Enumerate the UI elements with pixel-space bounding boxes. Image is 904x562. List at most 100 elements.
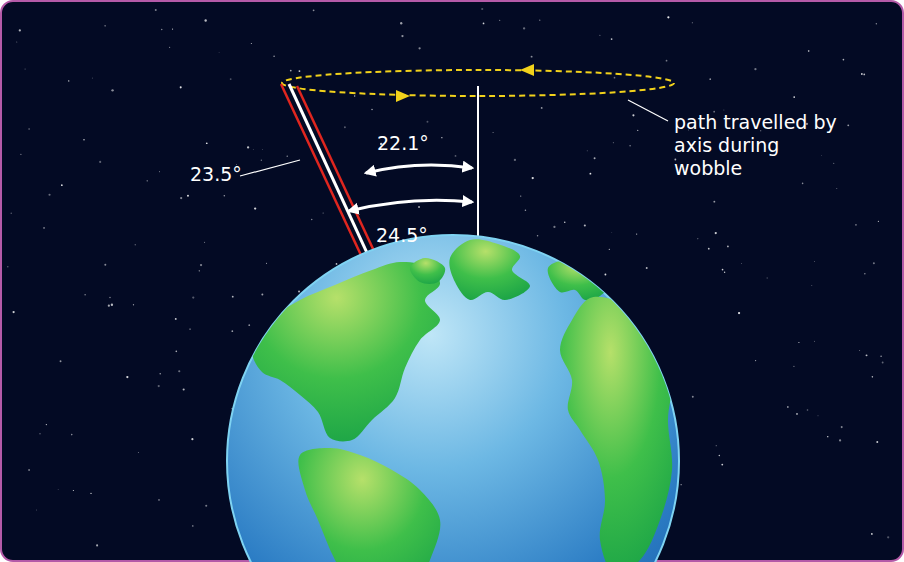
star [587,150,588,151]
star [199,270,200,271]
star [158,499,159,500]
star [787,406,789,408]
star [564,222,565,223]
star [111,304,113,306]
star [28,469,29,470]
star [541,107,543,109]
star [646,267,648,269]
star [861,73,863,75]
star [147,180,148,181]
star [499,20,500,21]
axis-limit-line [297,86,381,266]
star [609,249,610,250]
star [158,385,160,387]
leader-line [240,160,300,176]
star [553,226,555,228]
star [401,35,403,37]
star [872,376,874,378]
callout-label: path travelled by axis during wobble [674,111,849,179]
star [708,248,710,250]
star [28,128,30,130]
star [793,96,795,98]
star [230,78,232,80]
star [741,263,743,265]
star [10,212,11,213]
star [713,201,715,203]
star [418,47,420,49]
star [873,262,875,264]
star [261,160,262,161]
star [793,366,794,367]
star [137,452,139,454]
wobble-arrow [520,64,534,76]
angle-arc [366,165,472,173]
angle-arc [349,200,472,211]
star [418,206,420,208]
star [133,304,134,305]
star [224,195,226,197]
star [667,16,669,18]
star [231,330,233,332]
star [880,355,882,357]
star [105,25,106,26]
star [91,77,93,79]
continent [560,297,672,562]
star [692,396,694,398]
star [108,305,110,307]
star [520,195,521,196]
star [311,219,312,220]
star [192,296,194,298]
star [722,269,724,271]
continent [410,258,445,284]
star [104,264,106,266]
star [482,72,484,74]
star [298,290,300,292]
star [863,74,865,76]
star [808,50,810,52]
star [232,296,234,298]
star [843,59,845,61]
star [205,505,207,507]
star [344,126,346,128]
star [206,142,208,144]
star [73,490,74,491]
star [589,173,591,175]
star [126,376,128,378]
star [878,221,879,222]
star [299,70,301,72]
star [39,433,41,435]
star [266,263,267,264]
star [36,509,38,511]
star [523,27,525,29]
star [426,121,428,123]
star [723,109,725,111]
star [261,149,263,151]
star [192,525,194,527]
star [159,171,161,173]
star [836,188,838,190]
star [532,177,534,179]
star [200,264,202,266]
star [871,533,873,535]
star [754,68,756,70]
star [323,212,324,213]
star [833,163,834,164]
star [481,8,483,10]
star [7,266,9,268]
star [83,139,85,141]
star [637,130,638,131]
star [68,80,69,81]
star [611,38,613,40]
star [514,159,516,161]
star [61,184,63,186]
star [90,493,91,494]
star [99,161,101,163]
star [864,273,865,274]
star [159,373,161,375]
star [187,195,189,197]
star [612,142,614,144]
star [724,272,725,273]
star [807,409,809,411]
star [859,350,861,352]
